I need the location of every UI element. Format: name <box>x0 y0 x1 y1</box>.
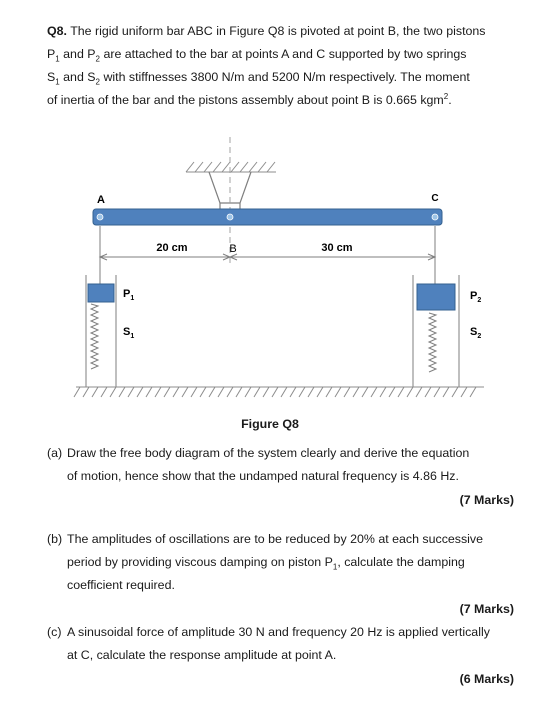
ground-hatch <box>73 386 484 398</box>
pivot-a-dot <box>96 213 104 221</box>
intro-s2-sub: 2 <box>95 77 100 87</box>
part-b-sub: 1 <box>332 562 338 572</box>
part-b-marks: (7 Marks) <box>459 602 514 616</box>
intro-line-4: of inertia of the bar and the pistons as… <box>47 89 517 112</box>
intro-text-2: are attached to the bar at points A and … <box>100 47 467 61</box>
dim-ab: 20 cm <box>156 242 187 254</box>
part-a-label: (a) <box>47 446 63 460</box>
piston-p1 <box>87 283 115 303</box>
pivot-b-dot <box>226 213 234 221</box>
rigid-bar <box>92 208 443 226</box>
part-c: (c) A sinusoidal force of amplitude 30 N … <box>47 621 522 667</box>
part-b-text-2a: period by providing viscous damping on p… <box>67 555 333 569</box>
label-p1: P1 <box>123 288 134 302</box>
intro-p1: P <box>47 47 56 61</box>
part-c-marks: (6 Marks) <box>459 672 514 686</box>
part-b-line-2: period by providing viscous damping on p… <box>47 551 522 574</box>
dim-bc: 30 cm <box>321 242 352 254</box>
part-a: (a) Draw the free body diagram of the sys… <box>47 442 522 488</box>
question-intro: Q8. The rigid uniform bar ABC in Figure … <box>47 20 517 112</box>
label-s2: S2 <box>470 326 481 340</box>
part-b-text-2b: , calculate the damping <box>337 555 465 569</box>
label-b: B <box>229 243 236 255</box>
ceiling-support <box>185 161 276 173</box>
piston-p2 <box>416 283 456 311</box>
part-b-label: (b) <box>47 532 63 546</box>
label-p2: P2 <box>470 290 481 304</box>
intro-and: and P <box>59 47 96 61</box>
intro-s1: S <box>47 70 56 84</box>
part-a-marks: (7 Marks) <box>459 493 514 507</box>
spring-s1 <box>89 303 100 370</box>
figure-q8-diagram: A C B 20 cm 30 cm P1 S1 P2 S2 <box>73 137 484 398</box>
intro-line-3: S1 and S2 with stiffnesses 3800 N/m and … <box>47 66 517 89</box>
intro-text-1: The rigid uniform bar ABC in Figure Q8 i… <box>70 24 486 38</box>
part-b-text-3: coefficient required. <box>67 578 175 592</box>
figure-caption: Figure Q8 <box>241 417 299 431</box>
intro-sup: 2 <box>443 91 449 101</box>
part-c-line-1: (c) A sinusoidal force of amplitude 30 N … <box>47 621 522 644</box>
part-a-text-1: Draw the free body diagram of the system… <box>67 446 470 460</box>
intro-text-4: of inertia of the bar and the pistons as… <box>47 93 444 107</box>
intro-p2-sub: 2 <box>95 54 100 64</box>
part-c-label: (c) <box>47 625 62 639</box>
part-a-text-2: of motion, hence show that the undamped … <box>67 469 459 483</box>
part-b: (b) The amplitudes of oscillations are to… <box>47 528 522 597</box>
pivot-c-dot <box>431 213 439 221</box>
cylinder-walls <box>85 275 460 387</box>
spring-s2 <box>427 312 438 373</box>
intro-s1-sub: 1 <box>55 77 60 87</box>
intro-and-s2: and S <box>59 70 96 84</box>
intro-period: . <box>448 93 452 107</box>
part-a-line-1: (a) Draw the free body diagram of the sys… <box>47 442 522 465</box>
intro-line-1: Q8. The rigid uniform bar ABC in Figure … <box>47 20 517 43</box>
intro-line-2: P1 and P2 are attached to the bar at poi… <box>47 43 517 66</box>
label-a: A <box>97 194 105 206</box>
intro-p1-sub: 1 <box>55 54 60 64</box>
label-c: C <box>431 193 438 204</box>
question-number: Q8. <box>47 24 67 38</box>
part-b-line-1: (b) The amplitudes of oscillations are to… <box>47 528 522 551</box>
part-c-text-1: A sinusoidal force of amplitude 30 N and… <box>67 625 490 639</box>
dimension-lines <box>98 226 437 285</box>
part-b-text-1: The amplitudes of oscillations are to be… <box>67 532 484 546</box>
part-c-text-2: at C, calculate the response amplitude a… <box>67 648 337 662</box>
label-s1: S1 <box>123 326 134 340</box>
intro-text-3: with stiffnesses 3800 N/m and 5200 N/m r… <box>100 70 470 84</box>
